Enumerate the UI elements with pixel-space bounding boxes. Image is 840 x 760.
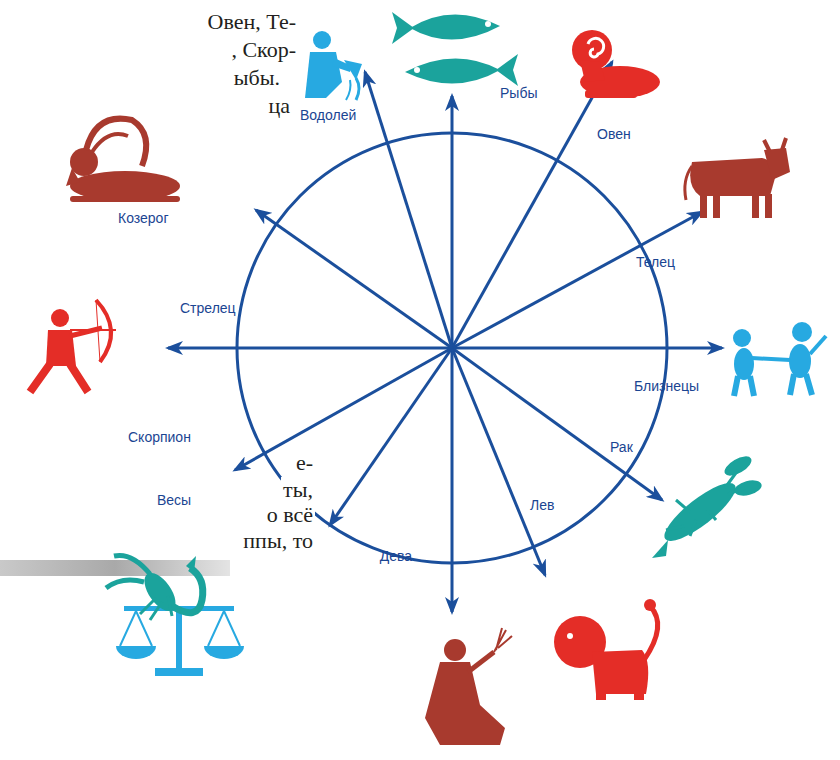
capricorn-icon xyxy=(66,119,180,202)
sign-name: Стрелец xyxy=(180,300,236,316)
text-fragment: ппы, то xyxy=(241,528,315,553)
text-fragment: Овен, Те- xyxy=(206,9,298,34)
arrow xyxy=(365,72,452,348)
aquarius-icon xyxy=(305,31,362,100)
sagittarius-icon xyxy=(30,300,116,392)
taurus-icon xyxy=(685,138,790,218)
arrow xyxy=(168,347,452,350)
scorpio-icon xyxy=(106,555,203,620)
wheel-arrows xyxy=(168,62,722,612)
cancer-icon xyxy=(652,452,763,558)
arrow xyxy=(452,348,545,575)
text-fragment: ца xyxy=(266,93,292,118)
text-fragment: , Скор- xyxy=(229,37,298,62)
sign-name: Весы xyxy=(157,492,191,508)
arrow xyxy=(330,348,452,525)
sign-name: Телец xyxy=(636,254,675,270)
sign-name: Скорпион xyxy=(128,429,191,445)
arrow xyxy=(235,348,452,470)
sign-name: Близнецы xyxy=(634,378,699,394)
arrow xyxy=(451,96,454,348)
arrow xyxy=(256,210,452,348)
arrow xyxy=(452,347,722,350)
gemini-icon xyxy=(733,322,826,396)
text-fragment: ыбы. xyxy=(232,65,282,90)
sign-name: Козерог xyxy=(118,210,169,226)
pisces-icon xyxy=(392,12,518,86)
sign-name: Овен xyxy=(597,126,631,142)
aries-icon xyxy=(572,30,660,98)
sign-name: Водолей xyxy=(300,107,356,123)
libra-icon xyxy=(116,606,244,676)
arrow xyxy=(451,348,454,612)
text-fragment: е- xyxy=(294,450,315,475)
text-fragment: ты, xyxy=(281,477,315,502)
sign-name: Рыбы xyxy=(500,85,537,101)
virgo-icon xyxy=(425,628,512,745)
text-fragment: о всё xyxy=(265,502,315,527)
arrow xyxy=(452,212,702,348)
sign-name: Дева xyxy=(380,548,412,564)
leo-icon xyxy=(554,599,658,700)
sign-name: Рак xyxy=(610,439,633,455)
sign-name: Лев xyxy=(530,497,554,513)
